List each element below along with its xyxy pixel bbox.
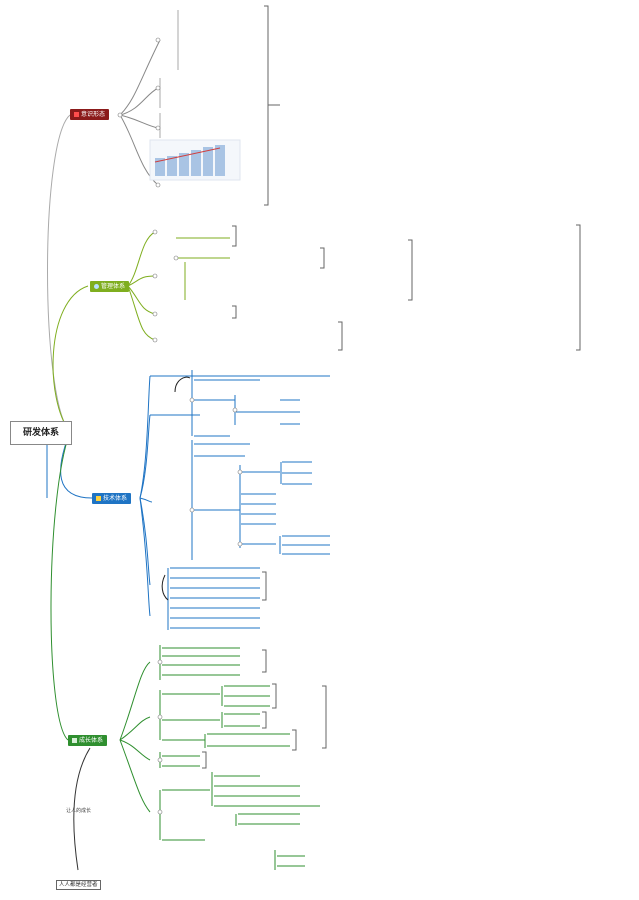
bottom-label-growth: 让人的成长 bbox=[66, 808, 92, 814]
flag-icon bbox=[74, 112, 79, 117]
connector-lines bbox=[46, 5, 581, 871]
branch-label: 管理体系 bbox=[101, 283, 126, 290]
branch-node-management[interactable]: 管理体系 bbox=[90, 281, 130, 292]
person-icon bbox=[94, 284, 99, 289]
star-icon bbox=[96, 496, 101, 501]
growth-chart-illustration bbox=[149, 139, 241, 181]
node-toggle-circles bbox=[117, 37, 243, 815]
branch-node-technology[interactable]: 技术体系 bbox=[92, 493, 132, 504]
branch-label: 成长体系 bbox=[79, 737, 104, 744]
chart-icon bbox=[72, 738, 77, 743]
branch-label: 技术体系 bbox=[103, 495, 128, 502]
bottom-label-owner[interactable]: 人人都是经营者 bbox=[56, 880, 101, 890]
branch-node-growth[interactable]: 成长体系 bbox=[68, 735, 108, 746]
branch-node-ideology[interactable]: 意识形态 bbox=[70, 109, 110, 120]
root-node[interactable]: 研发体系 bbox=[10, 421, 72, 445]
branch-label: 意识形态 bbox=[81, 111, 106, 118]
